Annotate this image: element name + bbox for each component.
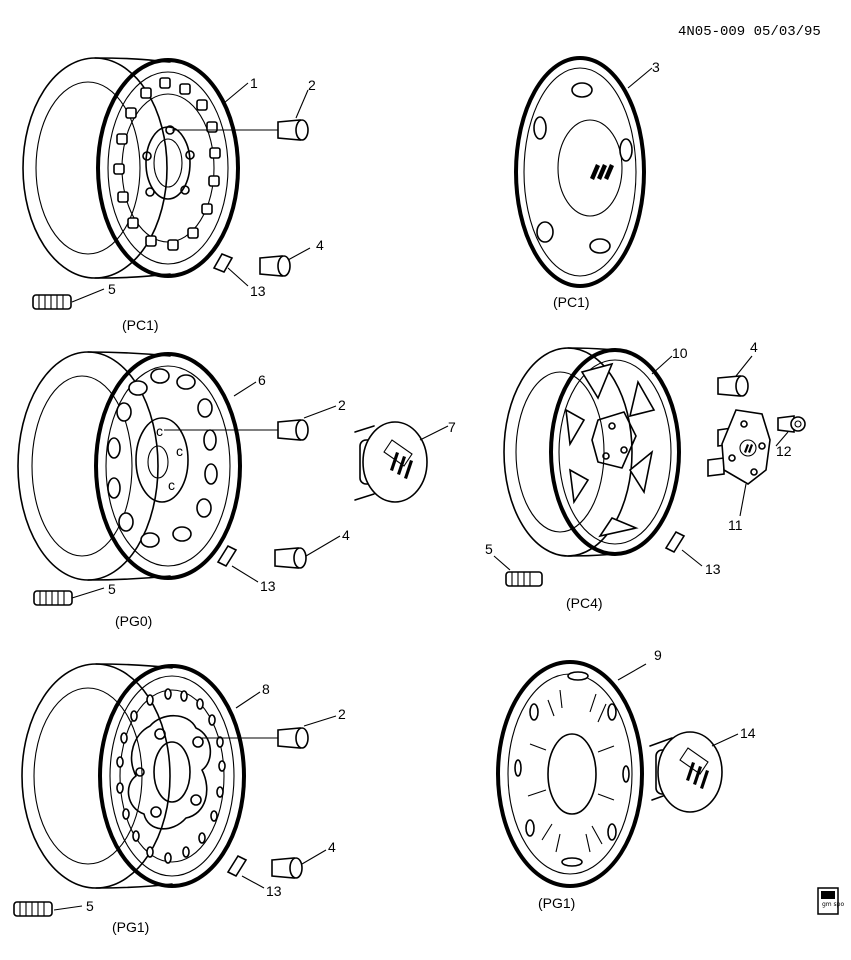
- gm-spo-logo: gm spo: [817, 887, 844, 915]
- balance-weight-icon: [226, 854, 248, 878]
- callout-11: 11: [728, 517, 743, 533]
- wheel-stud-icon: [33, 590, 73, 606]
- wheel-stud-icon: [505, 571, 543, 587]
- lug-nut-icon: [277, 119, 309, 141]
- wheel-vent-holes: [107, 368, 218, 548]
- valve-stem-icon: [271, 857, 303, 879]
- callout-14: 14: [740, 725, 756, 741]
- callout-5: 5: [86, 898, 94, 914]
- variant-label-pc1-cover: (PC1): [553, 294, 590, 310]
- variant-label-pg1-trim: (PG1): [538, 895, 575, 911]
- center-cap-pg1: [649, 731, 723, 813]
- callout-2: 2: [308, 77, 316, 93]
- buick-tri-shield-emblem-icon: [383, 439, 413, 479]
- styled-wheel-pg0: c c c: [17, 351, 278, 581]
- wheel-trim-pg1: [496, 660, 644, 888]
- wheel-stud-icon: [13, 901, 53, 917]
- diagram-code: 4N05-009 05/03/95: [678, 24, 821, 40]
- buick-tri-shield-emblem-icon: [679, 747, 709, 789]
- callout-8: 8: [262, 681, 270, 697]
- wheel-stud-icon: [32, 294, 72, 310]
- center-cap-pc4: [707, 409, 771, 485]
- callout-9: 9: [654, 647, 662, 663]
- buick-tri-shield-emblem-icon: [739, 439, 757, 457]
- callout-12: 12: [776, 443, 792, 459]
- callout-1: 1: [250, 75, 258, 91]
- variant-label-pg0: (PG0): [115, 613, 152, 629]
- svg-text:c: c: [168, 477, 175, 493]
- callout-4: 4: [750, 339, 758, 355]
- callout-4: 4: [328, 839, 336, 855]
- callout-2: 2: [338, 706, 346, 722]
- balance-weight-icon: [212, 252, 234, 274]
- callout-7: 7: [448, 419, 456, 435]
- lug-nut-icon: [277, 727, 309, 749]
- buick-tri-shield-emblem-icon: [590, 164, 614, 180]
- variant-label-pc4: (PC4): [566, 595, 603, 611]
- balance-weight-icon: [664, 530, 686, 554]
- svg-text:gm spo: gm spo: [822, 901, 844, 908]
- callout-5: 5: [108, 281, 116, 297]
- callout-13: 13: [260, 578, 276, 594]
- callout-5: 5: [485, 541, 493, 557]
- variant-label-pc1: (PC1): [122, 317, 159, 333]
- callout-13: 13: [250, 283, 266, 299]
- callout-13: 13: [705, 561, 721, 577]
- valve-stem-icon: [717, 375, 749, 397]
- wheel-vent-holes: [116, 688, 226, 864]
- callout-3: 3: [652, 59, 660, 75]
- balance-weight-icon: [216, 544, 238, 568]
- variant-label-pg1: (PG1): [112, 919, 149, 935]
- styled-wheel-pg1: [21, 663, 278, 889]
- lug-nut-icon: [277, 419, 309, 441]
- svg-text:c: c: [156, 423, 163, 439]
- callout-6: 6: [258, 372, 266, 388]
- valve-stem-icon: [274, 547, 307, 569]
- alloy-wheel-pc4: [503, 347, 681, 557]
- svg-text:c: c: [176, 443, 183, 459]
- callout-10: 10: [672, 345, 688, 361]
- callout-5: 5: [108, 581, 116, 597]
- center-cap-pg0: [354, 421, 428, 503]
- callout-4: 4: [342, 527, 350, 543]
- steel-wheel-pc1: [22, 57, 278, 279]
- lug-nut-icon: [777, 415, 806, 433]
- callout-2: 2: [338, 397, 346, 413]
- valve-stem-icon: [259, 255, 291, 277]
- wheel-trim-slots: [514, 671, 630, 867]
- callout-4: 4: [316, 237, 324, 253]
- wheel-vent-holes: [113, 77, 221, 251]
- wheel-cover-pc1: [514, 56, 646, 288]
- callout-13: 13: [266, 883, 282, 899]
